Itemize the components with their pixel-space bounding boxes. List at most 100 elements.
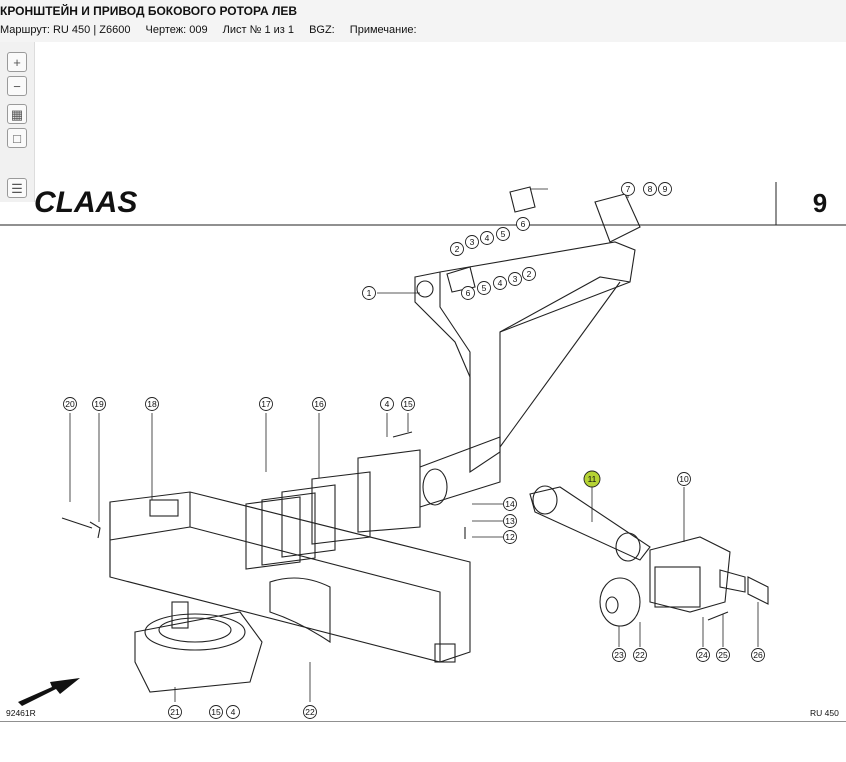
- callout-highlighted[interactable]: [583, 470, 601, 488]
- callout-circle[interactable]: [312, 397, 326, 411]
- callout-circle[interactable]: [168, 705, 182, 719]
- route-label: Маршрут: RU 450 | Z6600: [0, 24, 131, 36]
- callout-label: 20: [65, 399, 75, 409]
- callout-label: 17: [261, 399, 271, 409]
- callout-label: 22: [305, 707, 315, 717]
- top-bracket-plate: [594, 193, 641, 243]
- callout-label: 3: [513, 274, 518, 284]
- callout-circle[interactable]: [465, 235, 479, 249]
- callout-label: 6: [521, 219, 526, 229]
- bracket-bore: [416, 280, 434, 298]
- actual-size-button[interactable]: □: [7, 128, 27, 148]
- callout-label: 24: [698, 650, 708, 660]
- drawing-label: Чертеж: 009: [145, 24, 208, 36]
- callout-label: 14: [505, 499, 515, 509]
- header-bar: КРОНШТЕЙН И ПРИВОД БОКОВОГО РОТОРА ЛЕВ М…: [0, 0, 846, 42]
- callout-circle[interactable]: [621, 182, 635, 196]
- callout-label: 15: [403, 399, 413, 409]
- callout-label: 5: [482, 283, 487, 293]
- gasket-d: [245, 496, 301, 570]
- bgz-label: BGZ:: [309, 24, 335, 36]
- callout-circle[interactable]: [633, 648, 647, 662]
- zoom-in-icon: +: [13, 54, 21, 70]
- mount-tube: [419, 436, 501, 508]
- fit-page-icon: ▦: [10, 106, 24, 122]
- pulley-wheel: [599, 577, 641, 627]
- fit-page-button[interactable]: ▦: [7, 104, 27, 124]
- callout-circle[interactable]: [259, 397, 273, 411]
- callout-circle[interactable]: [522, 267, 536, 281]
- callout-circle[interactable]: [477, 281, 491, 295]
- main-beam-edge: [109, 492, 441, 662]
- callout-circle[interactable]: [751, 648, 765, 662]
- brand-logo: CLAAS: [34, 186, 137, 219]
- callout-circle[interactable]: [508, 272, 522, 286]
- note-label: Примечание:: [349, 24, 417, 36]
- callout-circle[interactable]: [92, 397, 106, 411]
- zoom-out-button[interactable]: −: [7, 76, 27, 96]
- callout-circle[interactable]: [516, 217, 530, 231]
- gearbox-housing: [134, 611, 263, 693]
- callout-circle[interactable]: [401, 397, 415, 411]
- callout-circle[interactable]: [503, 497, 517, 511]
- gasket-c: [261, 492, 316, 566]
- angle-gearbox-flange: [654, 566, 701, 608]
- callout-circle[interactable]: [362, 286, 376, 300]
- callout-label: 19: [94, 399, 104, 409]
- callout-label: 8: [648, 184, 653, 194]
- drive-shaft: [529, 486, 651, 561]
- parts-list-button[interactable]: ☰: [7, 178, 27, 198]
- parts-diagram: CLAAS 9: [0, 182, 846, 722]
- drawing-meta: Маршрут: RU 450 | Z6600 Чертеж: 009 Лист…: [0, 24, 429, 36]
- callout-label: 2: [455, 244, 460, 254]
- callout-label: 4: [485, 233, 490, 243]
- callout-label: 26: [753, 650, 763, 660]
- callout-circle[interactable]: [209, 705, 223, 719]
- callout-label: 4: [231, 707, 236, 717]
- callout-circle[interactable]: [493, 276, 507, 290]
- callout-label: 23: [614, 650, 624, 660]
- callout-circle[interactable]: [450, 242, 464, 256]
- gearbox-flange-inner: [158, 617, 232, 643]
- callout-circle[interactable]: [226, 705, 240, 719]
- callout-circle[interactable]: [643, 182, 657, 196]
- sheet-label: Лист № 1 из 1: [222, 24, 294, 36]
- bushing-top: [509, 186, 536, 213]
- zoom-in-button[interactable]: +: [7, 52, 27, 72]
- callout-label: 10: [679, 474, 689, 484]
- callout-circle[interactable]: [63, 397, 77, 411]
- direction-arrow-icon: [18, 678, 80, 706]
- callout-circle[interactable]: [716, 648, 730, 662]
- callout-label: 2: [527, 269, 532, 279]
- callout-label: 21: [170, 707, 180, 717]
- callout-circle[interactable]: [480, 231, 494, 245]
- zoom-out-icon: −: [13, 78, 21, 94]
- output-shaft: [719, 569, 746, 593]
- parts-list-icon: ☰: [11, 180, 23, 196]
- callout-circle[interactable]: [380, 397, 394, 411]
- angle-gearbox: [649, 536, 731, 613]
- callout-circle[interactable]: [696, 648, 710, 662]
- gasket-b: [281, 484, 336, 558]
- callout-circle[interactable]: [612, 648, 626, 662]
- callout-label: 4: [385, 399, 390, 409]
- callout-circle[interactable]: [677, 472, 691, 486]
- mount-plate: [357, 449, 421, 533]
- pulley-hub: [605, 596, 619, 614]
- shaft-yoke-left: [532, 485, 558, 515]
- callout-circle[interactable]: [303, 705, 317, 719]
- callout-circle[interactable]: [145, 397, 159, 411]
- bracket-arm-face: [439, 272, 631, 472]
- gearbox-flange: [144, 613, 246, 651]
- callout-circle[interactable]: [658, 182, 672, 196]
- gasket-a: [311, 471, 371, 545]
- shaft-yoke-right: [615, 532, 641, 562]
- callout-label: 16: [314, 399, 324, 409]
- bracket-diagonal: [499, 281, 621, 448]
- callout-circle[interactable]: [461, 286, 475, 300]
- callout-circle[interactable]: [496, 227, 510, 241]
- callout-circle[interactable]: [503, 530, 517, 544]
- callout-label: 22: [635, 650, 645, 660]
- callout-circle[interactable]: [503, 514, 517, 528]
- actual-size-icon: □: [13, 130, 21, 146]
